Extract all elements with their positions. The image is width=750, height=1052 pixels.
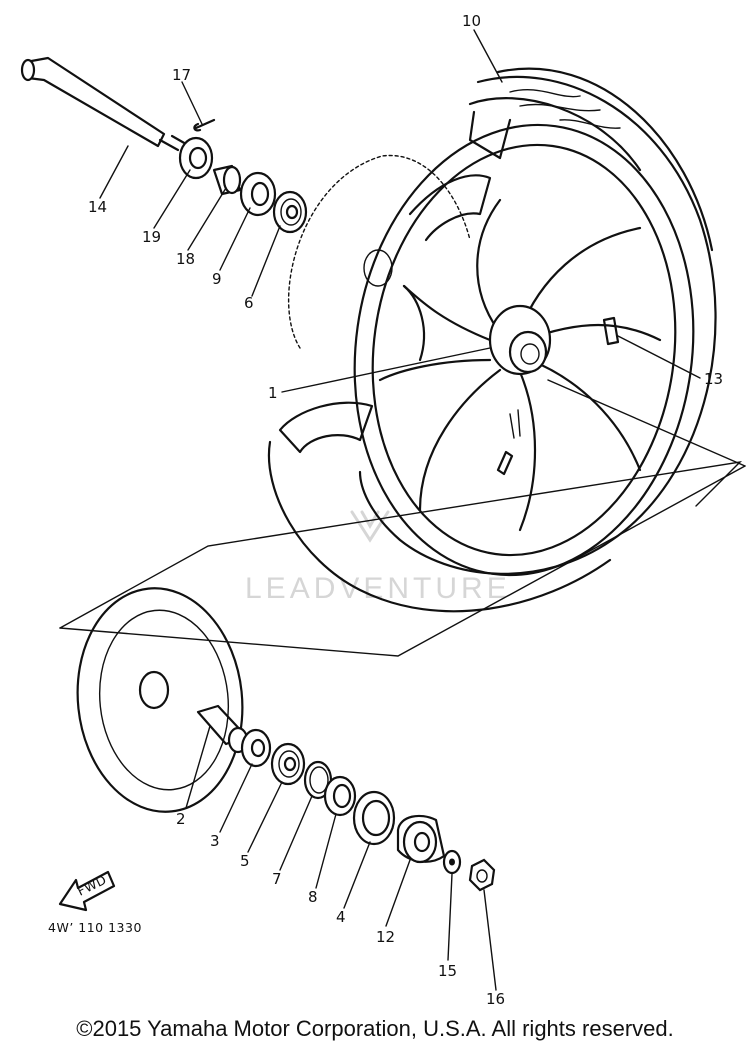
callout-17: 17 [172,66,191,84]
bearing-6 [272,190,308,234]
callout-4: 4 [336,908,346,926]
meter-gear-unit [396,814,446,864]
cotter-pin [193,118,216,132]
bearing-5 [270,742,306,786]
axle-nut-16 [468,858,496,892]
callout-18: 18 [176,250,195,268]
spacer-3 [240,728,272,768]
forward-arrow: FWD [58,870,116,912]
oil-seal-8 [323,775,357,817]
spacer-18 [212,164,242,196]
callout-3: 3 [210,832,220,850]
wheel-hub [488,304,552,376]
guide-lines [59,379,746,657]
balance-weight [602,316,620,346]
callout-16: 16 [486,990,505,1008]
callout-9: 9 [212,270,222,288]
callout-8: 8 [308,888,318,906]
oil-seal-4 [352,790,396,846]
washer-15 [442,849,462,875]
fwd-label: FWD [75,872,109,899]
brake-disc-lower [76,587,244,813]
callout-13: 13 [704,370,723,388]
callout-19: 19 [142,228,161,246]
callout-10: 10 [462,12,481,30]
leader-lines [99,29,701,991]
watermark: LEADVENTURE [245,510,511,605]
callout-14: 14 [88,198,107,216]
oil-seal-9 [239,171,277,217]
valve-stem [496,409,521,476]
tire [267,67,717,613]
callout-1: 1 [268,384,278,402]
callout-7: 7 [272,870,282,888]
part-code: 4W’ 110 1330 [48,920,142,935]
watermark-text: LEADVENTURE [245,572,511,605]
callout-6: 6 [244,294,254,312]
callout-2: 2 [176,810,186,828]
collar-19 [178,136,214,180]
callout-15: 15 [438,962,457,980]
front-axle [20,56,188,152]
callout-12: 12 [376,928,395,946]
callout-5: 5 [240,852,250,870]
copyright-notice: ©2015 Yamaha Motor Corporation, U.S.A. A… [76,1016,674,1041]
callout-numbers: 10 17 14 19 18 9 6 1 13 2 3 5 7 8 4 12 1… [88,12,723,1008]
